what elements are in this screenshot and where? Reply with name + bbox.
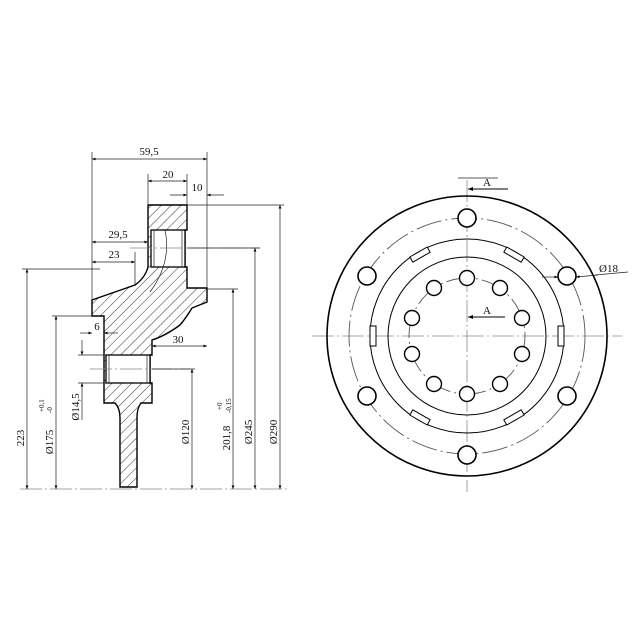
dim-dia-201-8-tol-lower: -0,15 [225,398,233,413]
dim-dia-245: Ø245 [243,419,255,444]
dim-dia-120: Ø120 [180,419,192,444]
dim-29-5: 29,5 [108,229,128,241]
dim-dia-201-8: 201,8 [221,425,233,450]
dim-offset-10: 10 [192,182,204,194]
dim-dia-175-tol-lower: -0 [46,407,54,413]
dim-dia-14-5: Ø14,5 [70,393,82,421]
dim-dia-290: Ø290 [268,419,280,444]
dim-hole-dia-18: Ø18 [599,263,618,275]
dim-overall-width: 59,5 [139,146,159,158]
slots [369,246,565,426]
dim-dia-175-tol-upper: +0,1 [38,399,46,412]
front-view: A A Ø18 [312,177,629,492]
dim-dia-201-8-tol-upper: +0 [216,402,224,410]
top-bolt-hole [150,229,186,268]
section-body [91,204,208,488]
section-label-top: A [483,177,491,189]
dim-6: 6 [94,321,100,333]
section-view: 59,5 20 10 29,5 23 6 30 223 Ø175 +0,1 [15,146,290,490]
inner-bolt-holes [403,269,531,403]
section-label-center: A [483,305,491,317]
dim-top-block-width: 20 [163,169,175,181]
outer-bolt-holes [357,208,577,465]
dim-23: 23 [109,249,121,261]
outer-rim [326,195,608,477]
dim-dia-175: Ø175 [44,429,56,454]
hub-circle [387,256,547,416]
dim-height-223: 223 [15,429,27,446]
dim-30: 30 [173,334,185,346]
